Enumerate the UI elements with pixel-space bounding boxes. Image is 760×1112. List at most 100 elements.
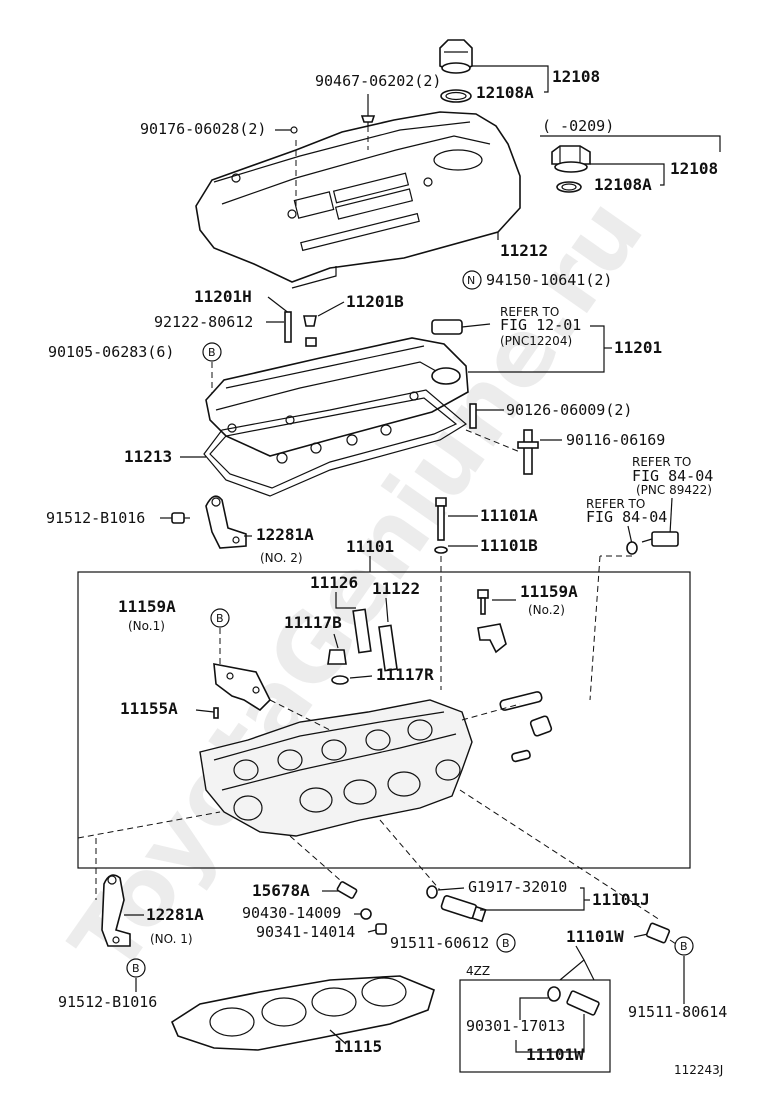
label-11101a: 11101A xyxy=(480,506,538,525)
label-11117r: 11117R xyxy=(376,665,434,684)
gasket-90430[interactable] xyxy=(360,908,372,920)
stud-90126[interactable] xyxy=(469,403,477,429)
refer-2-line2: FIG 84-04 xyxy=(632,467,713,485)
engine-hanger-no2[interactable] xyxy=(205,495,247,549)
label-90126: 90126-06009(2) xyxy=(506,401,632,419)
o-ring-90301[interactable] xyxy=(547,986,561,1002)
refer-1-line2: FIG 12-01 xyxy=(500,316,581,334)
bolt-11159a-right[interactable] xyxy=(477,589,489,615)
label-12281a-bottom: 12281A xyxy=(146,905,204,924)
label-11117b: 11117B xyxy=(284,613,342,632)
label-variant: 4ZZ xyxy=(466,964,490,978)
marker-b-91511-80614: B xyxy=(680,940,688,953)
head-cover-gasket[interactable] xyxy=(203,389,468,497)
pin-11155a[interactable] xyxy=(213,707,219,719)
sensor-washer[interactable] xyxy=(626,541,638,555)
sensor-11101w[interactable] xyxy=(645,922,671,944)
ocv-valve[interactable] xyxy=(440,895,487,923)
oil-cap-gasket-top[interactable] xyxy=(440,89,472,103)
marker-b-91512-bottom: B xyxy=(132,962,140,975)
label-12108a-right: 12108A xyxy=(594,175,652,194)
label-11122: 11122 xyxy=(372,579,420,598)
label-15678a: 15678A xyxy=(252,881,310,900)
refer-2-line1: REFER TO xyxy=(632,455,691,469)
label-11159a-right: 11159A xyxy=(520,582,578,601)
variant-box xyxy=(459,979,611,1073)
label-90341: 90341-14014 xyxy=(256,923,355,941)
cylinder-head-group-box xyxy=(77,571,691,869)
label-11155a: 11155A xyxy=(120,699,178,718)
cylinder-head[interactable] xyxy=(199,699,473,837)
label-11101w-box: 11101W xyxy=(526,1045,584,1064)
stud-90116[interactable] xyxy=(517,429,539,475)
refer-1-line1: REFER TO xyxy=(500,305,559,319)
oil-filler-cap-alt[interactable] xyxy=(551,145,591,173)
engine-cover[interactable] xyxy=(195,111,521,289)
label-90430: 90430-14009 xyxy=(242,904,341,922)
figure-code: 112243J xyxy=(674,1063,723,1077)
label-11201b: 11201B xyxy=(346,292,404,311)
valve-guide-11122[interactable] xyxy=(378,624,398,672)
oil-filler-cap-top[interactable] xyxy=(439,39,473,74)
pcv-valve[interactable] xyxy=(431,319,491,335)
engine-hanger-no1[interactable] xyxy=(101,874,131,947)
label-90116: 90116-06169 xyxy=(566,431,665,449)
valve-spring-seat[interactable] xyxy=(331,675,349,685)
refer-3-line2: FIG 84-04 xyxy=(586,508,667,526)
plug-90341[interactable] xyxy=(375,923,387,935)
oil-pressure-sensor[interactable] xyxy=(641,531,679,547)
label-12108-right: 12108 xyxy=(670,159,718,178)
camshaft-bearing-cap-no2[interactable] xyxy=(477,623,507,654)
label-11201h: 11201H xyxy=(194,287,252,306)
cylinder-head-gasket[interactable] xyxy=(170,975,435,1051)
bolt-11201b[interactable] xyxy=(303,315,317,347)
sensor-15678a[interactable] xyxy=(336,881,358,899)
label-90105: 90105-06283(6) xyxy=(48,343,174,361)
sensor-4zz[interactable] xyxy=(566,990,600,1016)
label-11159a-left: 11159A xyxy=(118,597,176,616)
dowel-pin-long[interactable] xyxy=(499,691,543,711)
label-g1917: G1917-32010 xyxy=(468,878,567,896)
head-bolt-11101a[interactable] xyxy=(435,497,447,541)
bolt-91512-top[interactable] xyxy=(171,512,190,524)
valve-stem-seal[interactable] xyxy=(327,649,347,665)
label-no2: (NO. 2) xyxy=(260,551,303,565)
label-92122: 92122-80612 xyxy=(154,313,253,331)
label-11126: 11126 xyxy=(310,573,358,592)
label-94150: 94150-10641(2) xyxy=(486,271,612,289)
label-no2b: (No.2) xyxy=(528,603,565,617)
refer-3-line1: REFER TO xyxy=(586,497,645,511)
marker-b-91511-60612: B xyxy=(502,937,510,950)
marker-n: N xyxy=(467,274,475,287)
label-91512-bottom: 91512-B1016 xyxy=(58,993,157,1011)
camshaft-bearing-cap-no1[interactable] xyxy=(213,663,271,712)
oil-cap-gasket-alt[interactable] xyxy=(556,181,582,193)
washer-11101b[interactable] xyxy=(434,546,448,554)
label-90176: 90176-06028(2) xyxy=(140,120,266,138)
label-91511-60612: 91511-60612 xyxy=(390,934,489,952)
plug-sleeve[interactable] xyxy=(529,715,553,737)
dowel-pin-short[interactable] xyxy=(511,749,531,763)
label-12281a-top: 12281A xyxy=(256,525,314,544)
label-no1: (No.1) xyxy=(128,619,165,633)
label-11101w-top: 11101W xyxy=(566,927,624,946)
label-90467: 90467-06202(2) xyxy=(315,72,441,90)
label-12108a-top: 12108A xyxy=(476,83,534,102)
label-11101b: 11101B xyxy=(480,536,538,555)
label-11201: 11201 xyxy=(614,338,662,357)
label-no1b: (NO. 1) xyxy=(150,932,193,946)
refer-1-line3: (PNC12204) xyxy=(500,334,572,348)
label-11101j: 11101J xyxy=(592,890,650,909)
o-ring-g1917[interactable] xyxy=(426,885,438,899)
refer-2-line3: (PNC 89422) xyxy=(636,483,712,497)
marker-b-11159a: B xyxy=(216,612,224,625)
valve-guide-11126[interactable] xyxy=(352,608,372,654)
label-90301: 90301-17013 xyxy=(466,1017,565,1035)
label-11212: 11212 xyxy=(500,241,548,260)
label-11213: 11213 xyxy=(124,447,172,466)
stud-92122[interactable] xyxy=(284,311,292,343)
label-range: ( -0209) xyxy=(542,117,614,135)
label-12108-top: 12108 xyxy=(552,67,600,86)
label-11115: 11115 xyxy=(334,1037,382,1056)
